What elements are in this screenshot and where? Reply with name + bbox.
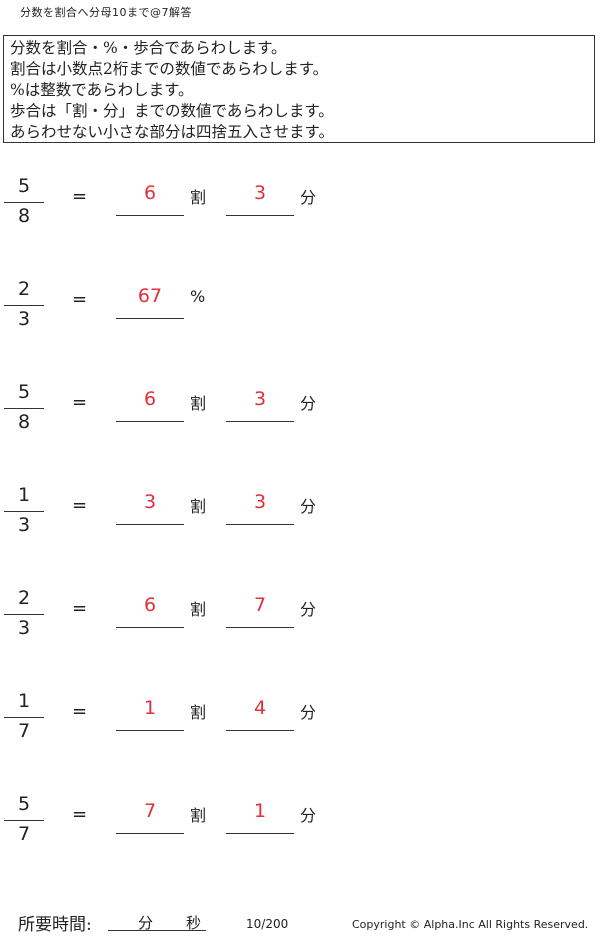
answer-value: 1 (143, 697, 157, 719)
answer-unit: 割 (190, 806, 207, 825)
answer-line (226, 215, 294, 216)
equals-sign: = (72, 289, 88, 310)
seconds-unit: 秒 (186, 914, 202, 932)
answer-line (226, 627, 294, 628)
fraction-denominator: 7 (17, 720, 31, 742)
answer-unit: 割 (190, 188, 207, 207)
problem-row: 1 7 = 1 割 4 分 (0, 690, 600, 760)
fraction-numerator: 1 (17, 690, 31, 712)
problem-row: 1 3 = 3 割 3 分 (0, 484, 600, 554)
answer-value: 3 (143, 491, 157, 513)
answer-value: 7 (253, 594, 267, 616)
fraction-numerator: 2 (17, 278, 31, 300)
time-required-label: 所要時間: (18, 915, 92, 935)
problem-row: 2 3 = 6 割 7 分 (0, 587, 600, 657)
equals-sign: = (72, 186, 88, 207)
equals-sign: = (72, 804, 88, 825)
answer-line (116, 524, 184, 525)
answer-value: 4 (253, 697, 267, 719)
fraction-denominator: 7 (17, 823, 31, 845)
fraction-numerator: 5 (17, 793, 31, 815)
fraction-bar (4, 408, 44, 409)
answer-unit: 割 (190, 600, 207, 619)
answer-unit: 割 (190, 703, 207, 722)
instructions-box: 分数を割合・%・歩合であらわします。 割合は小数点2桁までの数値であらわします。… (3, 35, 595, 143)
instruction-line: あらわせない小さな部分は四捨五入させます。 (10, 123, 334, 141)
fraction-denominator: 8 (17, 411, 31, 433)
answer-value: 7 (143, 800, 157, 822)
fraction-numerator: 5 (17, 175, 31, 197)
answer-line (116, 627, 184, 628)
answer-unit: 分 (300, 188, 317, 207)
fraction-denominator: 3 (17, 308, 31, 330)
answer-unit: 分 (300, 394, 317, 413)
fraction-numerator: 1 (17, 484, 31, 506)
answer-unit: % (190, 287, 206, 306)
answer-value: 67 (137, 285, 163, 307)
fraction-denominator: 8 (17, 205, 31, 227)
equals-sign: = (72, 495, 88, 516)
page-count: 10/200 (246, 917, 289, 931)
fraction-bar (4, 820, 44, 821)
fraction-bar (4, 202, 44, 203)
instruction-line: 歩合は「割・分」までの数値であらわします。 (10, 102, 334, 120)
equals-sign: = (72, 701, 88, 722)
answer-line (116, 833, 184, 834)
problem-row: 5 7 = 7 割 1 分 (0, 793, 600, 863)
answer-value: 6 (143, 182, 157, 204)
answer-line (116, 318, 184, 319)
problem-row: 5 8 = 6 割 3 分 (0, 175, 600, 245)
answer-line (226, 524, 294, 525)
answer-line (116, 421, 184, 422)
answer-line (226, 833, 294, 834)
fraction-bar (4, 614, 44, 615)
fraction-numerator: 2 (17, 587, 31, 609)
time-answer-line (108, 930, 206, 931)
problem-row: 5 8 = 6 割 3 分 (0, 381, 600, 451)
answer-value: 3 (253, 182, 267, 204)
answer-line (116, 730, 184, 731)
answer-unit: 分 (300, 806, 317, 825)
equals-sign: = (72, 598, 88, 619)
equals-sign: = (72, 392, 88, 413)
copyright-text: Copyright © Alpha.Inc All Rights Reserve… (352, 918, 589, 931)
answer-unit: 分 (300, 703, 317, 722)
minutes-unit: 分 (138, 914, 154, 932)
answer-value: 3 (253, 388, 267, 410)
fraction-numerator: 5 (17, 381, 31, 403)
answer-line (226, 730, 294, 731)
answer-value: 6 (143, 388, 157, 410)
fraction-bar (4, 717, 44, 718)
instruction-line: %は整数であらわします。 (10, 81, 194, 99)
answer-value: 1 (253, 800, 267, 822)
problem-row: 2 3 = 67% (0, 278, 600, 348)
fraction-bar (4, 305, 44, 306)
worksheet-title: 分数を割合へ分母10まで@7解答 (20, 6, 192, 19)
answer-line (226, 421, 294, 422)
answer-unit: 割 (190, 394, 207, 413)
answer-unit: 分 (300, 497, 317, 516)
answer-value: 6 (143, 594, 157, 616)
fraction-denominator: 3 (17, 514, 31, 536)
answer-value: 3 (253, 491, 267, 513)
fraction-denominator: 3 (17, 617, 31, 639)
instruction-line: 割合は小数点2桁までの数値であらわします。 (10, 60, 329, 78)
instruction-line: 分数を割合・%・歩合であらわします。 (10, 39, 287, 57)
answer-unit: 割 (190, 497, 207, 516)
answer-line (116, 215, 184, 216)
answer-unit: 分 (300, 600, 317, 619)
fraction-bar (4, 511, 44, 512)
